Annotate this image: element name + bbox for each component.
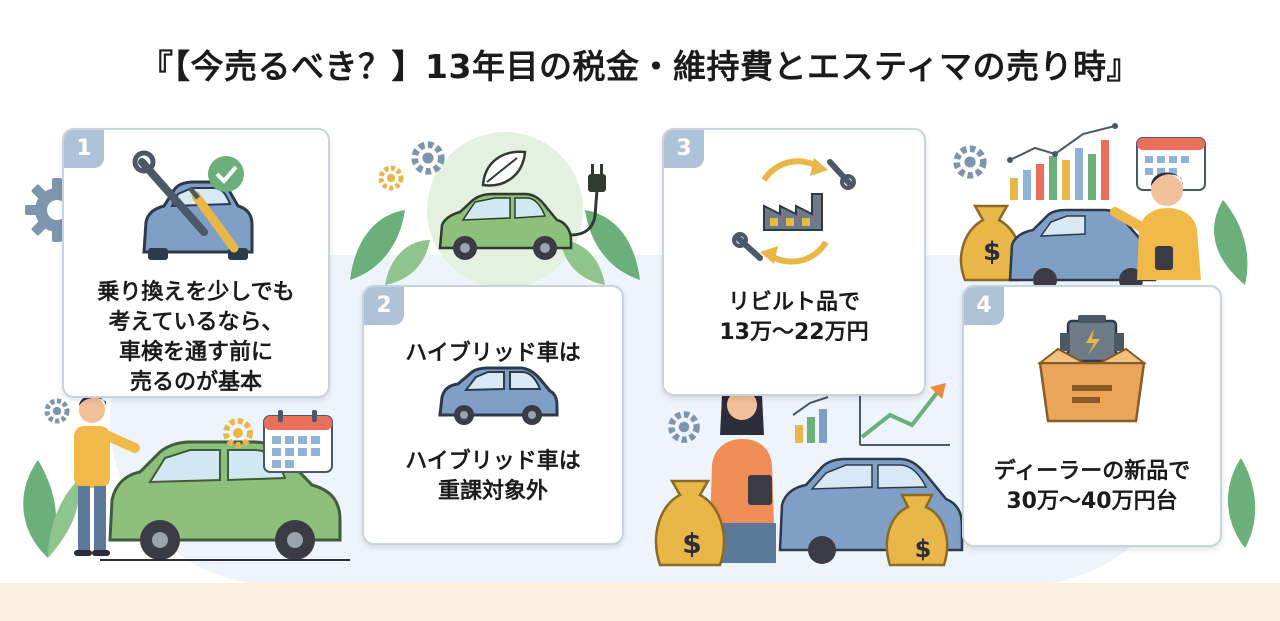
gear-icon bbox=[223, 418, 253, 448]
gear-icon bbox=[668, 411, 700, 443]
leaf-icon bbox=[1227, 458, 1256, 548]
money-chart-illustration bbox=[654, 377, 964, 567]
car-repair-icon bbox=[132, 150, 254, 260]
card-text-line: リビルト品で bbox=[727, 290, 860, 315]
card-text-line: 車検を通す前に bbox=[118, 340, 273, 365]
engine-box-icon bbox=[1037, 315, 1147, 423]
info-card-1: 1 乗り換えを少しでも 考えているなら、 車検を通す前に 売るのが基本 bbox=[62, 128, 330, 398]
card-heading: ハイブリッド車は bbox=[405, 341, 581, 366]
card-text-line: 13万～22万円 bbox=[719, 320, 869, 345]
page-title: 『【今売るべき？】13年目の税金・維持費とエスティマの売り時』 bbox=[140, 47, 1140, 86]
card-text-line: ディーラーの新品で bbox=[993, 459, 1191, 484]
card-text-line: 売るのが基本 bbox=[129, 370, 262, 395]
rebuild-factory-icon bbox=[732, 158, 856, 265]
gear-icon bbox=[953, 145, 987, 179]
info-card-2: 2 ハイブリッド車は ハイブリッド車は 重課対象外 bbox=[362, 285, 624, 545]
card-text-line: 30万～40万円台 bbox=[1006, 489, 1178, 514]
card-number-badge: 4 bbox=[964, 287, 1004, 325]
blue-car-icon bbox=[438, 366, 559, 425]
calendar-icon bbox=[263, 410, 333, 473]
info-card-3: 3 リビルト品で 13万～22万円 bbox=[662, 128, 926, 396]
gear-icon bbox=[44, 398, 70, 424]
card-number-badge: 1 bbox=[64, 130, 104, 168]
card-text-line: 乗り換えを少しでも bbox=[97, 280, 295, 305]
footer-band bbox=[0, 583, 1280, 621]
card-number-badge: 2 bbox=[364, 287, 404, 325]
money-bag-label: $ bbox=[914, 535, 932, 563]
info-card-4: 4 ディーラーの新品で 30万～40万円台 bbox=[962, 285, 1222, 547]
card-text-line: 重課対象外 bbox=[437, 479, 548, 504]
gear-icon bbox=[411, 141, 445, 175]
eco-car-illustration bbox=[350, 132, 640, 288]
leaf-icon bbox=[23, 460, 79, 558]
card-text-line: ハイブリッド車は bbox=[405, 449, 581, 474]
gear-icon bbox=[378, 165, 404, 191]
card-number-badge: 3 bbox=[664, 130, 704, 168]
card-text-line: 考えているなら、 bbox=[108, 310, 284, 335]
money-bag-label: $ bbox=[982, 237, 1002, 267]
money-bag-label: $ bbox=[682, 527, 702, 560]
